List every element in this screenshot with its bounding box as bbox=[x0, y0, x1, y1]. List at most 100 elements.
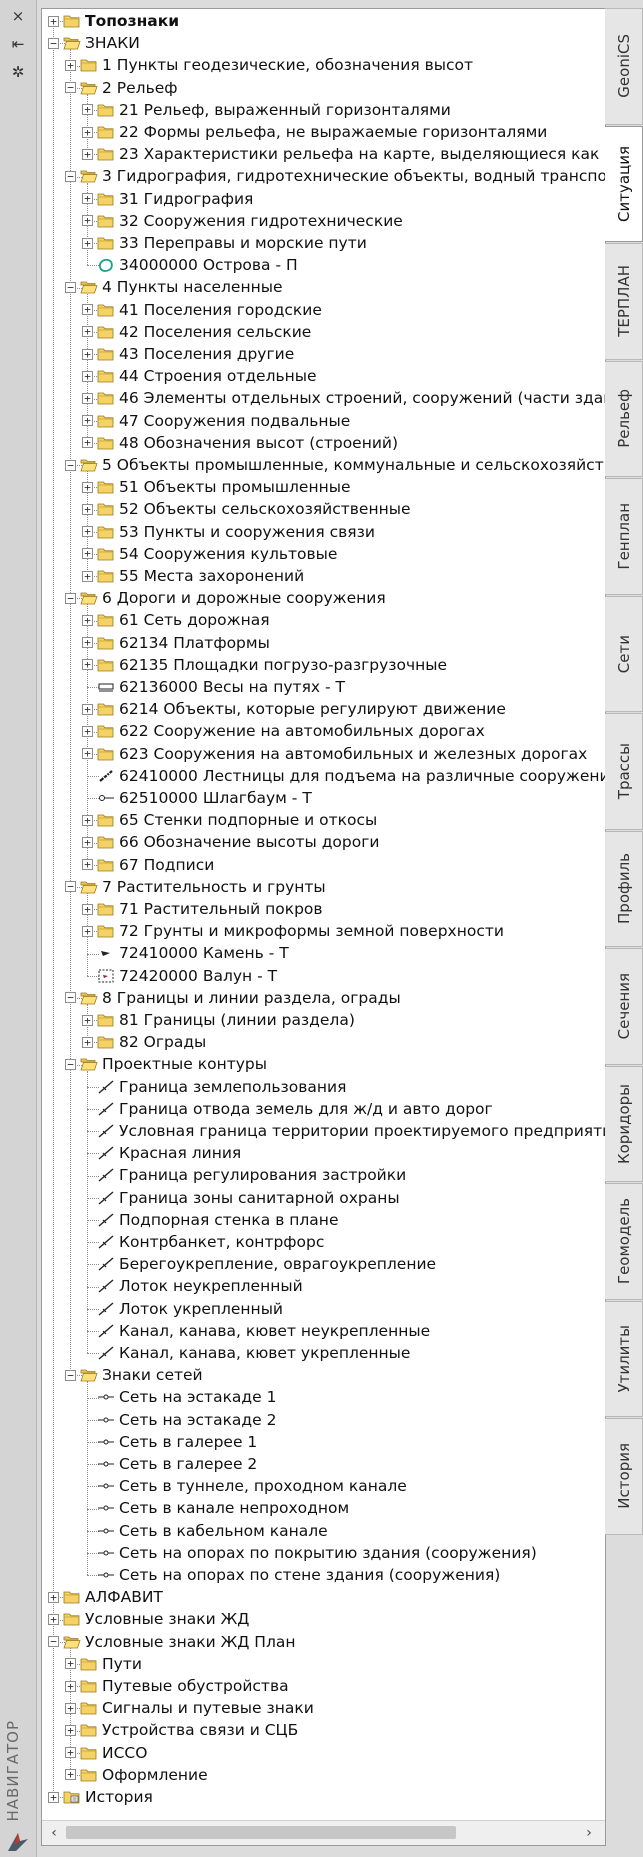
tree-item[interactable]: 32 Сооружения гидротехнические bbox=[97, 210, 403, 232]
tree-item[interactable]: 8 Границы и линии раздела, ограды bbox=[80, 987, 401, 1009]
pin-icon[interactable]: ⇤ bbox=[11, 35, 25, 53]
tree-item[interactable]: 81 Границы (линии раздела) bbox=[97, 1009, 355, 1031]
tree-item[interactable]: 72 Грунты и микроформы земной поверхност… bbox=[97, 920, 504, 942]
expand-icon[interactable]: + bbox=[82, 1014, 93, 1026]
tree-item[interactable]: 72420000 Валун - Т bbox=[97, 965, 277, 987]
tree-item[interactable]: 21 Рельеф, выраженный горизонталями bbox=[97, 99, 451, 121]
tree-item[interactable]: 623 Сооружения на автомобильных и железн… bbox=[97, 743, 587, 765]
expand-icon[interactable]: + bbox=[82, 859, 93, 871]
expand-icon[interactable]: + bbox=[48, 1614, 59, 1625]
tab-12[interactable]: История bbox=[605, 1418, 643, 1535]
tree-item[interactable]: 62510000 Шлагбаум - Т bbox=[97, 787, 312, 809]
tree-item[interactable]: Топознаки bbox=[63, 10, 179, 32]
expand-icon[interactable]: + bbox=[65, 1769, 76, 1781]
horizontal-scrollbar[interactable]: ‹ › bbox=[42, 1820, 605, 1845]
expand-icon[interactable]: + bbox=[82, 193, 93, 205]
tree-item[interactable]: 2 Рельеф bbox=[80, 77, 178, 99]
tree-item[interactable]: Подпорная стенка в плане bbox=[97, 1209, 338, 1231]
tree-item[interactable]: 43 Поселения другие bbox=[97, 343, 294, 365]
expand-icon[interactable]: + bbox=[82, 570, 93, 582]
tree-item[interactable]: Сеть в галерее 1 bbox=[97, 1431, 257, 1453]
expand-icon[interactable]: + bbox=[82, 615, 93, 626]
collapse-icon[interactable]: − bbox=[65, 592, 76, 604]
tree-item[interactable]: 31 Гидрография bbox=[97, 188, 253, 210]
tree-item[interactable]: Условные знаки ЖД bbox=[63, 1608, 249, 1630]
tree-item[interactable]: 46 Элементы отдельных строений, сооружен… bbox=[97, 387, 605, 409]
tree-item[interactable]: 62410000 Лестницы для подъема на различн… bbox=[97, 765, 605, 787]
tree-item[interactable]: 66 Обозначение высоты дороги bbox=[97, 831, 379, 853]
tree-item[interactable]: 3 Гидрография, гидротехнические объекты,… bbox=[80, 165, 605, 187]
tree-item[interactable]: 34000000 Острова - П bbox=[97, 254, 298, 276]
expand-icon[interactable]: + bbox=[48, 1791, 59, 1803]
tab-6[interactable]: Трассы bbox=[605, 713, 643, 830]
tab-8[interactable]: Сечения bbox=[605, 948, 643, 1065]
tree-item[interactable]: Берегоукрепление, оврагоукрепление bbox=[97, 1253, 436, 1275]
tab-0[interactable]: GeoniCS bbox=[605, 8, 643, 125]
tree-item[interactable]: История bbox=[63, 1786, 153, 1808]
collapse-icon[interactable]: − bbox=[65, 992, 76, 1004]
tree-item[interactable]: 4 Пункты населенные bbox=[80, 276, 282, 298]
expand-icon[interactable]: + bbox=[82, 370, 93, 382]
expand-icon[interactable]: + bbox=[65, 1702, 76, 1714]
tree-item[interactable]: Пути bbox=[80, 1653, 142, 1675]
tree-item[interactable]: АЛФАВИТ bbox=[63, 1586, 163, 1608]
tree-item[interactable]: Лоток укрепленный bbox=[97, 1298, 283, 1320]
tree-item[interactable]: ЗНАКИ bbox=[63, 32, 140, 54]
expand-icon[interactable]: + bbox=[82, 326, 93, 338]
tab-1[interactable]: Ситуация bbox=[605, 125, 643, 242]
tree-item[interactable]: 47 Сооружения подвальные bbox=[97, 410, 350, 432]
tab-9[interactable]: Коридоры bbox=[605, 1065, 643, 1182]
tree-item[interactable]: 6214 Объекты, которые регулируют движени… bbox=[97, 698, 506, 720]
tree-item[interactable]: Проектные контуры bbox=[80, 1053, 267, 1075]
tree-item[interactable]: Канал, канава, кювет укрепленные bbox=[97, 1342, 410, 1364]
tab-10[interactable]: Геомодель bbox=[605, 1183, 643, 1300]
expand-icon[interactable]: + bbox=[65, 1725, 76, 1736]
expand-icon[interactable]: + bbox=[82, 526, 93, 538]
expand-icon[interactable]: + bbox=[65, 60, 76, 71]
collapse-icon[interactable]: − bbox=[65, 171, 76, 182]
tree-item[interactable]: 23 Характеристики рельефа на карте, выде… bbox=[97, 143, 605, 165]
expand-icon[interactable]: + bbox=[82, 215, 93, 227]
tree-item[interactable]: 55 Места захоронений bbox=[97, 565, 304, 587]
tree-item[interactable]: Сеть на эстакаде 2 bbox=[97, 1409, 276, 1431]
tree-item[interactable]: 51 Объекты промышленные bbox=[97, 476, 351, 498]
collapse-icon[interactable]: − bbox=[65, 881, 76, 893]
tab-3[interactable]: Рельеф bbox=[605, 360, 643, 477]
tree-item[interactable]: 65 Стенки подпорные и откосы bbox=[97, 809, 377, 831]
tree-item[interactable]: 41 Поселения городские bbox=[97, 299, 322, 321]
tree-item[interactable]: 52 Объекты сельскохозяйственные bbox=[97, 498, 410, 520]
expand-icon[interactable]: + bbox=[82, 1036, 93, 1048]
tree-item[interactable]: Граница отвода земель для ж/д и авто дор… bbox=[97, 1098, 493, 1120]
tree-item[interactable]: Путевые обустройства bbox=[80, 1675, 289, 1697]
tree-item[interactable]: Условные знаки ЖД План bbox=[63, 1631, 296, 1653]
tree-item[interactable]: Сеть в туннеле, проходном канале bbox=[97, 1475, 407, 1497]
tree-item[interactable]: Сеть в галерее 2 bbox=[97, 1453, 257, 1475]
expand-icon[interactable]: + bbox=[82, 304, 93, 316]
tree-item[interactable]: 72410000 Камень - Т bbox=[97, 942, 289, 964]
collapse-icon[interactable]: − bbox=[65, 82, 76, 94]
expand-icon[interactable]: + bbox=[82, 437, 93, 449]
settings-icon[interactable]: ✲ bbox=[11, 63, 25, 81]
tree-item[interactable]: 44 Строения отдельные bbox=[97, 365, 317, 387]
tree-item[interactable]: 62136000 Весы на путях - Т bbox=[97, 676, 345, 698]
tree-item[interactable]: Лоток неукрепленный bbox=[97, 1275, 303, 1297]
collapse-icon[interactable]: − bbox=[65, 1059, 76, 1070]
tree-item[interactable]: Оформление bbox=[80, 1764, 208, 1786]
tree-item[interactable]: Сигналы и путевые знаки bbox=[80, 1697, 314, 1719]
tree-item[interactable]: Контрбанкет, контрфорс bbox=[97, 1231, 324, 1253]
expand-icon[interactable]: + bbox=[82, 237, 93, 249]
tree-item[interactable]: Условная граница территории проектируемо… bbox=[97, 1120, 605, 1142]
expand-icon[interactable]: + bbox=[82, 481, 93, 493]
tree-item[interactable]: Граница землепользования bbox=[97, 1076, 346, 1098]
tree-item[interactable]: Граница регулирования застройки bbox=[97, 1164, 406, 1186]
collapse-icon[interactable]: − bbox=[65, 282, 76, 293]
expand-icon[interactable]: + bbox=[82, 504, 93, 515]
expand-icon[interactable]: + bbox=[48, 1591, 59, 1603]
tree-item[interactable]: 67 Подписи bbox=[97, 854, 214, 876]
tree-item[interactable]: 42 Поселения сельские bbox=[97, 321, 311, 343]
tree-item[interactable]: Сеть на опорах по покрытию здания (соору… bbox=[97, 1542, 537, 1564]
close-icon[interactable]: × bbox=[11, 7, 25, 25]
expand-icon[interactable]: + bbox=[65, 1680, 76, 1692]
scrollbar-thumb[interactable] bbox=[66, 1826, 456, 1839]
expand-icon[interactable]: + bbox=[82, 903, 93, 915]
